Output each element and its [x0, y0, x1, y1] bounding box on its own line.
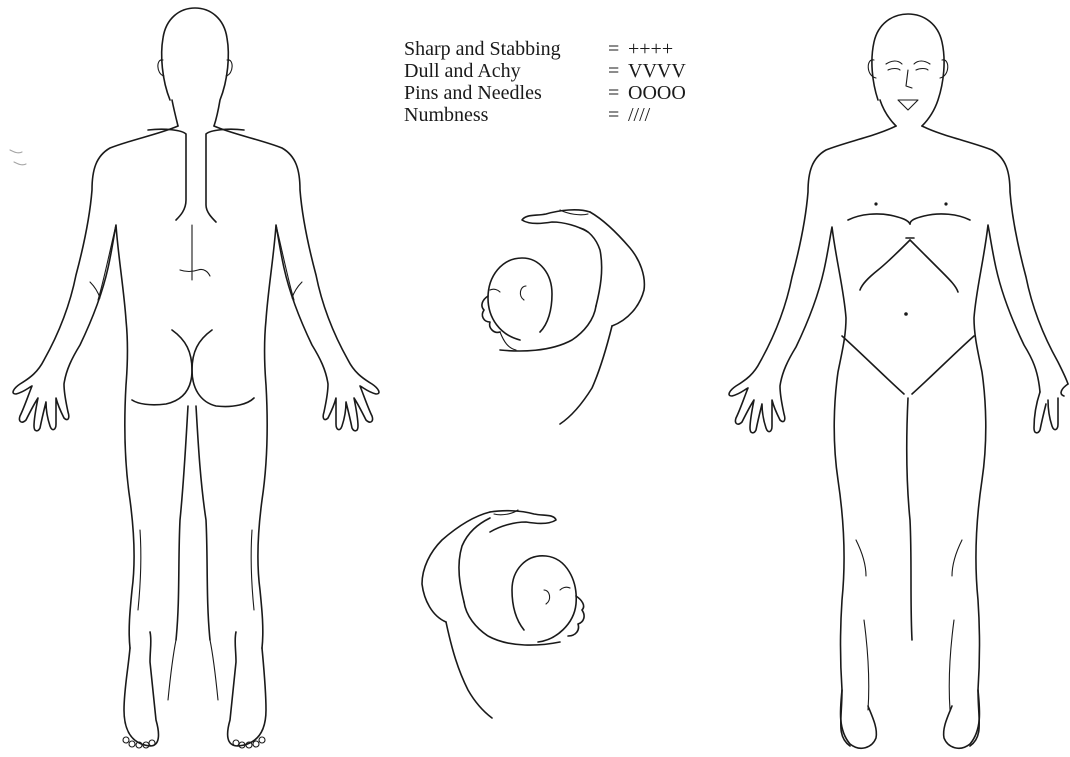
arm-raised-head-right-figure[interactable]	[482, 210, 644, 424]
back-left-outline	[13, 126, 178, 648]
body-back-figure[interactable]	[13, 8, 379, 748]
back-right-outline	[214, 126, 379, 648]
front-right-outline	[922, 126, 1068, 384]
body-front-figure[interactable]	[729, 14, 1068, 748]
front-left-outline	[729, 126, 896, 746]
back-head-outline	[162, 8, 229, 126]
arm-raised-head-left-figure[interactable]	[422, 510, 584, 718]
